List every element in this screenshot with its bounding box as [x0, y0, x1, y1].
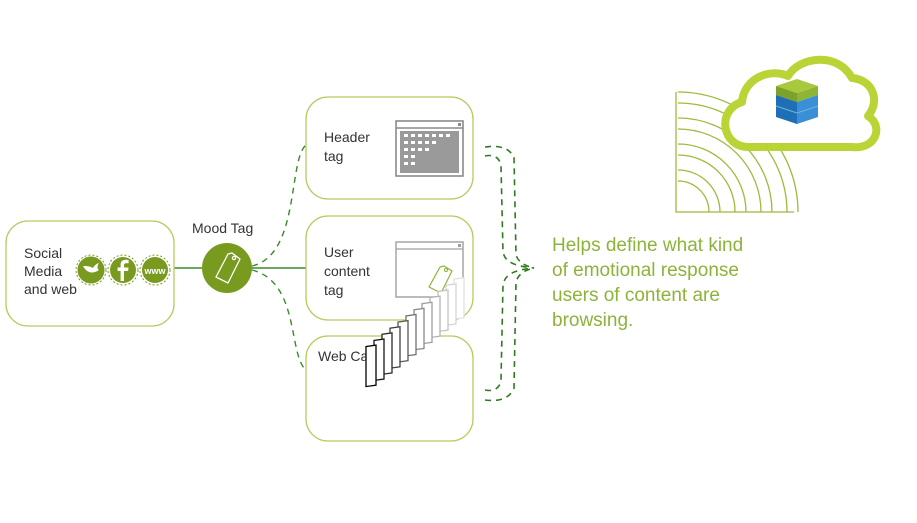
header-tag-box: Header tag: [305, 96, 474, 200]
mood-to-header-dashed: [251, 144, 307, 267]
header-tag-line-2: tag: [324, 148, 343, 164]
stacked-pages-icon: [365, 277, 465, 388]
description-line-4: browsing.: [552, 310, 633, 331]
description-line-2: of emotional response: [552, 260, 739, 281]
mood-tag-node: Mood Tag: [192, 220, 253, 293]
social-media-box: Social Media and web www: [5, 220, 175, 327]
mood-to-cache-dashed: [251, 269, 307, 371]
description-line-1: Helps define what kind: [552, 235, 743, 256]
tag-icon: [215, 252, 241, 284]
cloud-signal-cube-icon: [675, 55, 881, 213]
www-icon: www: [139, 254, 171, 286]
user-tag-line-1: User: [324, 244, 354, 260]
social-label-line-2: Media: [24, 263, 62, 279]
mood-tag-label: Mood Tag: [192, 220, 253, 236]
user-tag-line-2: content: [324, 263, 370, 279]
user-content-tag-box: User content tag: [305, 215, 474, 321]
social-label-line-1: Social: [24, 245, 62, 261]
connectors: [174, 144, 307, 371]
social-label-line-3: and web: [24, 281, 77, 297]
dashed-brace: [484, 145, 535, 402]
bird-icon: [75, 254, 107, 286]
header-tag-line-1: Header: [324, 129, 370, 145]
window-grid-icon: [395, 120, 464, 177]
web-cache-box: Web Cache: [305, 277, 474, 442]
mood-tag-circle: [202, 243, 252, 293]
description-text: Helps define what kind of emotional resp…: [552, 235, 743, 331]
description-line-3: users of content are: [552, 285, 720, 306]
www-icon-text: www: [143, 266, 166, 276]
cube-icon: [775, 79, 819, 124]
user-tag-line-3: tag: [324, 282, 343, 298]
facebook-icon: [107, 254, 139, 286]
